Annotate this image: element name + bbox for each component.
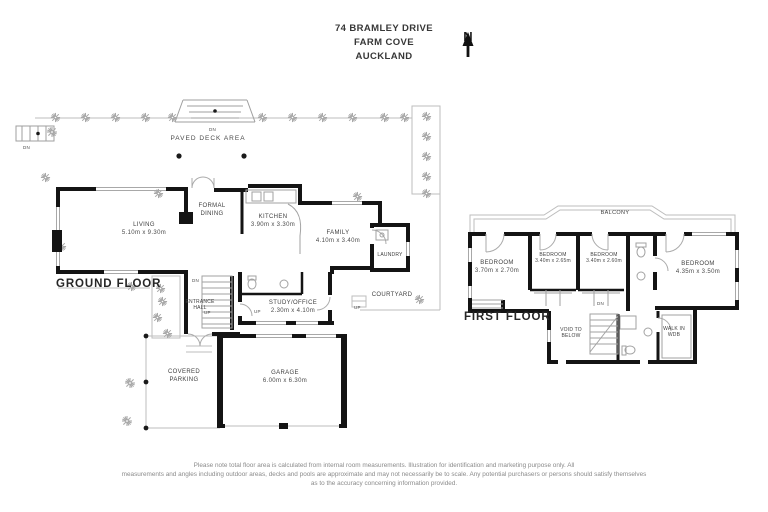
room-name: KITCHEN	[258, 214, 288, 220]
plant-icon	[421, 188, 432, 199]
plant-icon	[40, 172, 51, 183]
stair-dn-label: DN	[597, 301, 604, 306]
plant-icon	[421, 171, 432, 182]
title-suburb: FARM COVE	[353, 37, 415, 48]
bedroom4-label: BEDROOM 4.35m x 3.50m	[676, 261, 720, 276]
room-name: BEDROOM	[681, 261, 715, 267]
bedroom1-label: BEDROOM 3.70m x 2.70m	[475, 260, 519, 275]
stair-dn-label: DN	[192, 278, 199, 283]
ground-stairs-fixtures	[201, 189, 389, 329]
bedroom3-label: BEDROOM 3.40m x 2.60m	[586, 252, 622, 264]
ground-doors	[187, 176, 387, 347]
balcony-label: BALCONY	[600, 210, 630, 216]
title-address: 74 BRAMLEY DRIVE	[334, 23, 434, 34]
plant-icon	[421, 111, 432, 122]
covered-parking-label: COVERED PARKING	[167, 369, 201, 383]
plant-icon	[317, 112, 328, 123]
plant-icon	[379, 112, 390, 123]
room-dims: 3.40m x 2.65m	[535, 258, 571, 265]
room-dims: 5.10m x 9.30m	[121, 229, 167, 236]
room-dims: 4.35m x 3.50m	[675, 268, 721, 275]
plant-icon	[50, 112, 61, 123]
paved-deck-label: PAVED DECK AREA	[170, 135, 246, 142]
plant-icon	[257, 112, 268, 123]
stair-dn-label: DN	[209, 127, 216, 132]
north-indicator: N	[459, 30, 477, 57]
living-label: LIVING 5.10m x 9.30m	[122, 222, 166, 237]
title-city: AUCKLAND	[355, 51, 413, 62]
first-windows	[468, 232, 739, 342]
plant-icon	[80, 112, 91, 123]
plant-icon	[347, 112, 358, 123]
disclaimer-line: measurements and angles including outdoo…	[121, 471, 647, 478]
first-stairs-fixtures	[472, 242, 692, 359]
stair-dn-label: DN	[23, 145, 30, 150]
plant-icon	[124, 377, 136, 389]
ground-floor-label: GROUND FLOOR	[56, 278, 162, 290]
plant-icon	[399, 112, 410, 123]
room-name: BEDROOM	[590, 252, 618, 258]
plant-icon	[162, 328, 173, 339]
plant-icon	[46, 126, 58, 138]
first-walls	[468, 232, 739, 364]
laundry-label: LAUNDRY	[377, 252, 403, 258]
plan-title: 74 BRAMLEY DRIVE FARM COVE AUCKLAND	[335, 22, 433, 64]
walk-in-wardrobe-label: WALK IN WDB	[663, 326, 685, 339]
void-label: VOID TO BELOW	[560, 327, 582, 340]
room-name: BEDROOM	[480, 260, 514, 266]
kitchen-label: KITCHEN 3.90m x 3.30m	[251, 214, 295, 229]
plant-icon	[287, 112, 298, 123]
room-dims: 4.10m x 3.40m	[315, 237, 361, 244]
room-dims: 2.30m x 4.10m	[270, 307, 316, 314]
plant-icon	[152, 312, 163, 323]
disclaimer-line: as to the accuracy concerning informatio…	[310, 480, 458, 487]
plant-icon	[414, 294, 425, 305]
stair-up-label: UP	[204, 310, 211, 315]
ground-walls	[52, 184, 410, 429]
deck-outline	[35, 105, 441, 429]
balcony-outline	[469, 205, 736, 232]
family-label: FAMILY 4.10m x 3.40m	[316, 230, 360, 245]
plant-icon	[421, 151, 432, 162]
ground-windows	[56, 187, 410, 338]
first-doors	[485, 233, 685, 332]
room-name: BEDROOM	[539, 252, 567, 258]
courtyard-label: COURTYARD	[371, 292, 413, 298]
room-name: GARAGE	[271, 370, 299, 376]
first-floor-label: FIRST FLOOR	[464, 311, 551, 323]
room-dims: 6.00m x 6.30m	[262, 377, 308, 384]
room-name: STUDY/OFFICE	[268, 300, 318, 306]
room-name: FAMILY	[326, 230, 350, 236]
first-floor-plan	[468, 205, 739, 364]
formal-dining-label: FORMAL DINING	[198, 203, 226, 217]
room-dims: 3.70m x 2.70m	[474, 267, 520, 274]
stair-up-label: UP	[254, 309, 261, 314]
plant-icon	[157, 296, 168, 307]
ground-floor-plan	[15, 99, 441, 431]
entrance-hall-label: ENTRANCE HALL	[185, 299, 215, 312]
plant-icon	[352, 191, 363, 202]
plant-icon	[421, 131, 432, 142]
study-office-label: STUDY/OFFICE 2.30m x 4.10m	[269, 300, 317, 315]
disclaimer: Please note total floor area is calculat…	[122, 461, 647, 488]
plant-icon	[121, 415, 133, 427]
plant-icon	[167, 112, 178, 123]
north-arrow-icon	[462, 32, 474, 57]
garage-label: GARAGE 6.00m x 6.30m	[263, 370, 307, 385]
stair-up-label: UP	[354, 305, 361, 310]
plant-icon	[140, 112, 151, 123]
room-dims: 3.90m x 3.30m	[250, 221, 296, 228]
deck-posts	[143, 153, 247, 431]
bedroom2-label: BEDROOM 3.40m x 2.65m	[535, 252, 571, 264]
disclaimer-line: Please note total floor area is calculat…	[193, 462, 575, 469]
room-name: LIVING	[133, 222, 155, 228]
room-dims: 3.40m x 2.60m	[586, 258, 622, 265]
plant-icon	[110, 112, 121, 123]
